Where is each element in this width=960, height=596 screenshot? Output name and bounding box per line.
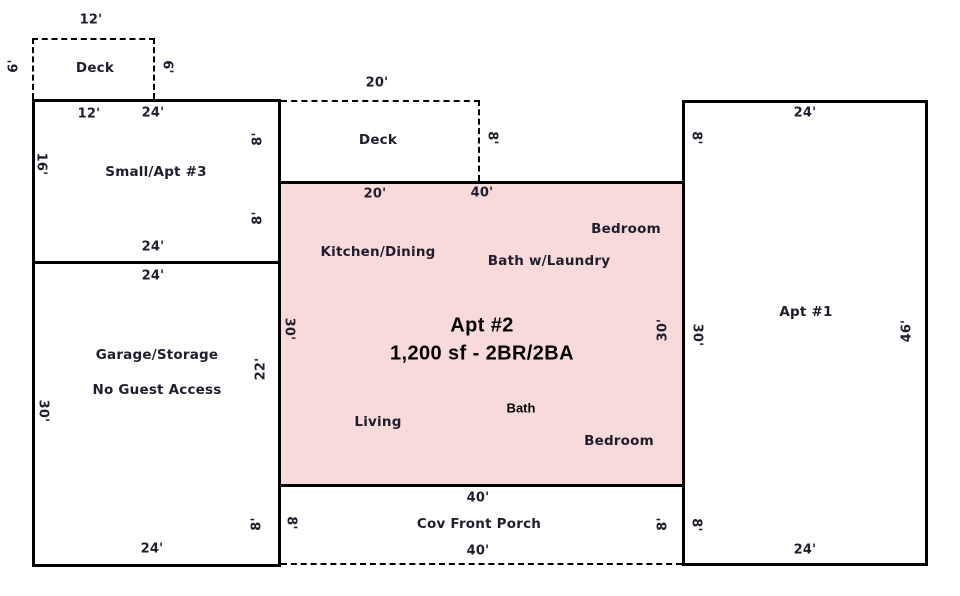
dim-apt2-west-30: 30' [281, 317, 297, 341]
deck-mid-label: Deck [358, 132, 398, 148]
dim-porch-top-40: 40' [466, 490, 490, 506]
dim-kitchen-strip-8: 8' [250, 211, 266, 225]
dim-apt1-west-8-bottom: 8' [688, 518, 704, 532]
dim-porch-west-8: 8' [283, 516, 299, 530]
dim-garage-bottom-24: 24' [140, 541, 164, 557]
living-label: Living [354, 414, 402, 430]
dim-deck-left-east-6: 6' [159, 60, 175, 74]
dim-apt2-top-20: 20' [363, 186, 387, 202]
bath-laundry-label: Bath w/Laundry [487, 253, 611, 269]
bedroom-lower-label: Bedroom [584, 433, 654, 449]
deck-left-label: Deck [75, 60, 115, 76]
dim-apt3-top-24: 24' [141, 105, 165, 121]
dim-apt1-bottom-24: 24' [793, 542, 817, 558]
dim-garage-east-22: 22' [253, 357, 269, 381]
apt2-subtitle: 1,200 sf - 2BR/2BA [390, 342, 574, 365]
apt1-label: Apt #1 [779, 304, 833, 320]
dim-apt1-west-8-top: 8' [688, 131, 704, 145]
kitchen-dining-label: Kitchen/Dining [320, 244, 436, 260]
dim-deck-strip-8: 8' [250, 132, 266, 146]
dim-porch-bottom-40: 40' [466, 543, 490, 559]
dim-deck-mid-top-20: 20' [365, 75, 389, 91]
dim-deck-mid-east-8: 8' [484, 131, 500, 145]
apt2-area [278, 181, 685, 487]
dim-garage-west-30: 30' [35, 399, 51, 423]
dim-apt3-bottom-24: 24' [141, 239, 165, 255]
dim-apt3-west-16: 16' [33, 152, 49, 176]
cov-front-porch-area [281, 487, 682, 565]
garage-label: Garage/Storage [95, 347, 219, 363]
dim-garage-top-24: 24' [141, 268, 165, 284]
dim-apt3-top-12: 12' [77, 106, 101, 122]
dim-apt1-east-46: 46' [899, 319, 915, 343]
dim-apt1-west-30: 30' [689, 323, 705, 347]
dim-apt2-east-30: 30' [655, 318, 671, 342]
bath-label: Bath [506, 400, 536, 416]
dim-deck-left-west-6: 6' [6, 59, 22, 73]
bedroom-upper-label: Bedroom [591, 221, 661, 237]
dim-garage-east-8: 8' [249, 517, 265, 531]
apt2-title: Apt #2 [450, 314, 514, 337]
dim-deck-left-top-12: 12' [79, 12, 103, 28]
porch-label: Cov Front Porch [416, 516, 542, 532]
deck-left-area [32, 38, 155, 99]
garage-note-label: No Guest Access [92, 382, 222, 398]
dim-apt2-top-40: 40' [470, 185, 494, 201]
dim-porch-east-8: 8' [655, 517, 671, 531]
deck-middle-area [281, 100, 480, 181]
apt3-label: Small/Apt #3 [105, 164, 207, 180]
dim-apt1-top-24: 24' [793, 105, 817, 121]
apt1-area [682, 100, 928, 566]
